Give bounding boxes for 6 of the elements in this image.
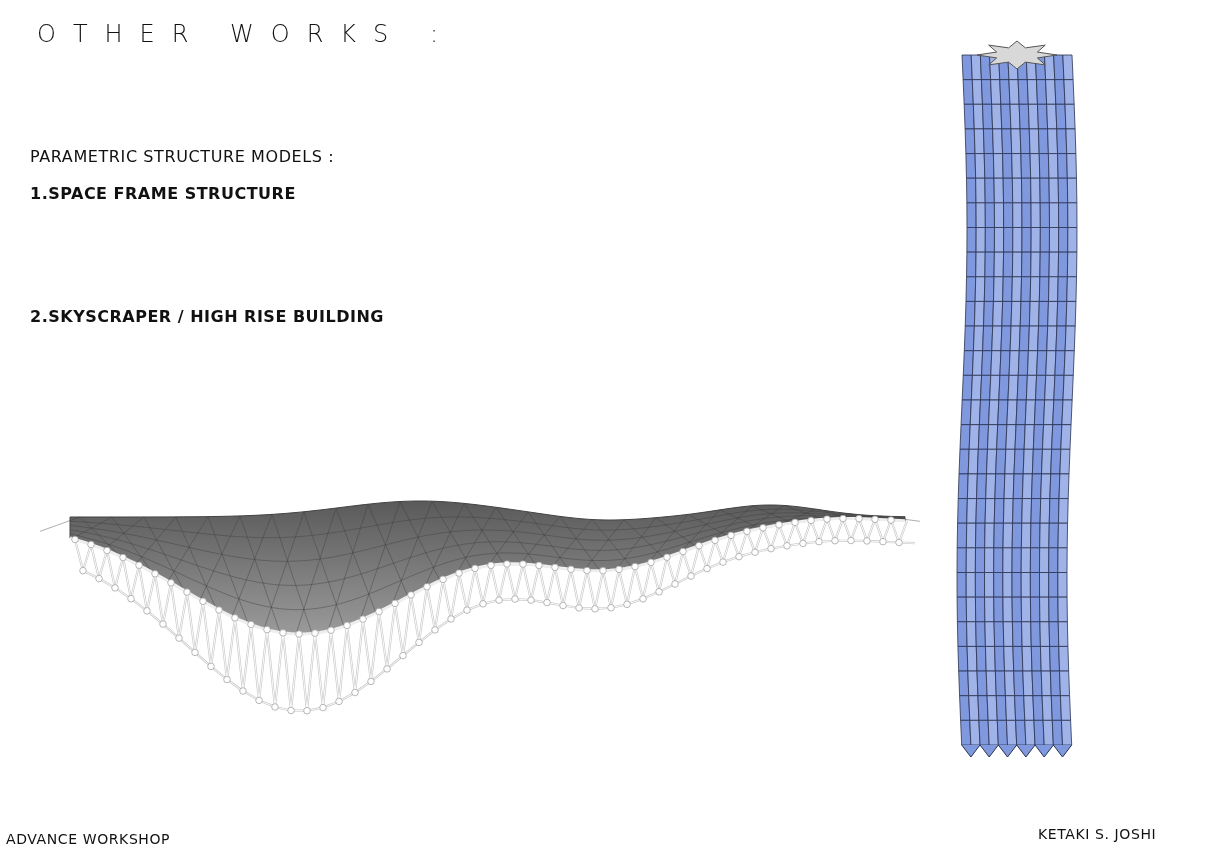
section-heading: 1.SPACE FRAME STRUCTURE xyxy=(30,184,296,203)
page-title: OTHER WORKS : xyxy=(37,20,456,48)
footer-text: ADVANCE WORKSHOP xyxy=(6,831,171,847)
author-name: KETAKI S. JOSHI xyxy=(1038,826,1157,842)
section-heading: 2.SKYSCRAPER / HIGH RISE BUILDING xyxy=(30,307,384,326)
intro-text: PARAMETRIC STRUCTURE MODELS : xyxy=(30,147,335,166)
